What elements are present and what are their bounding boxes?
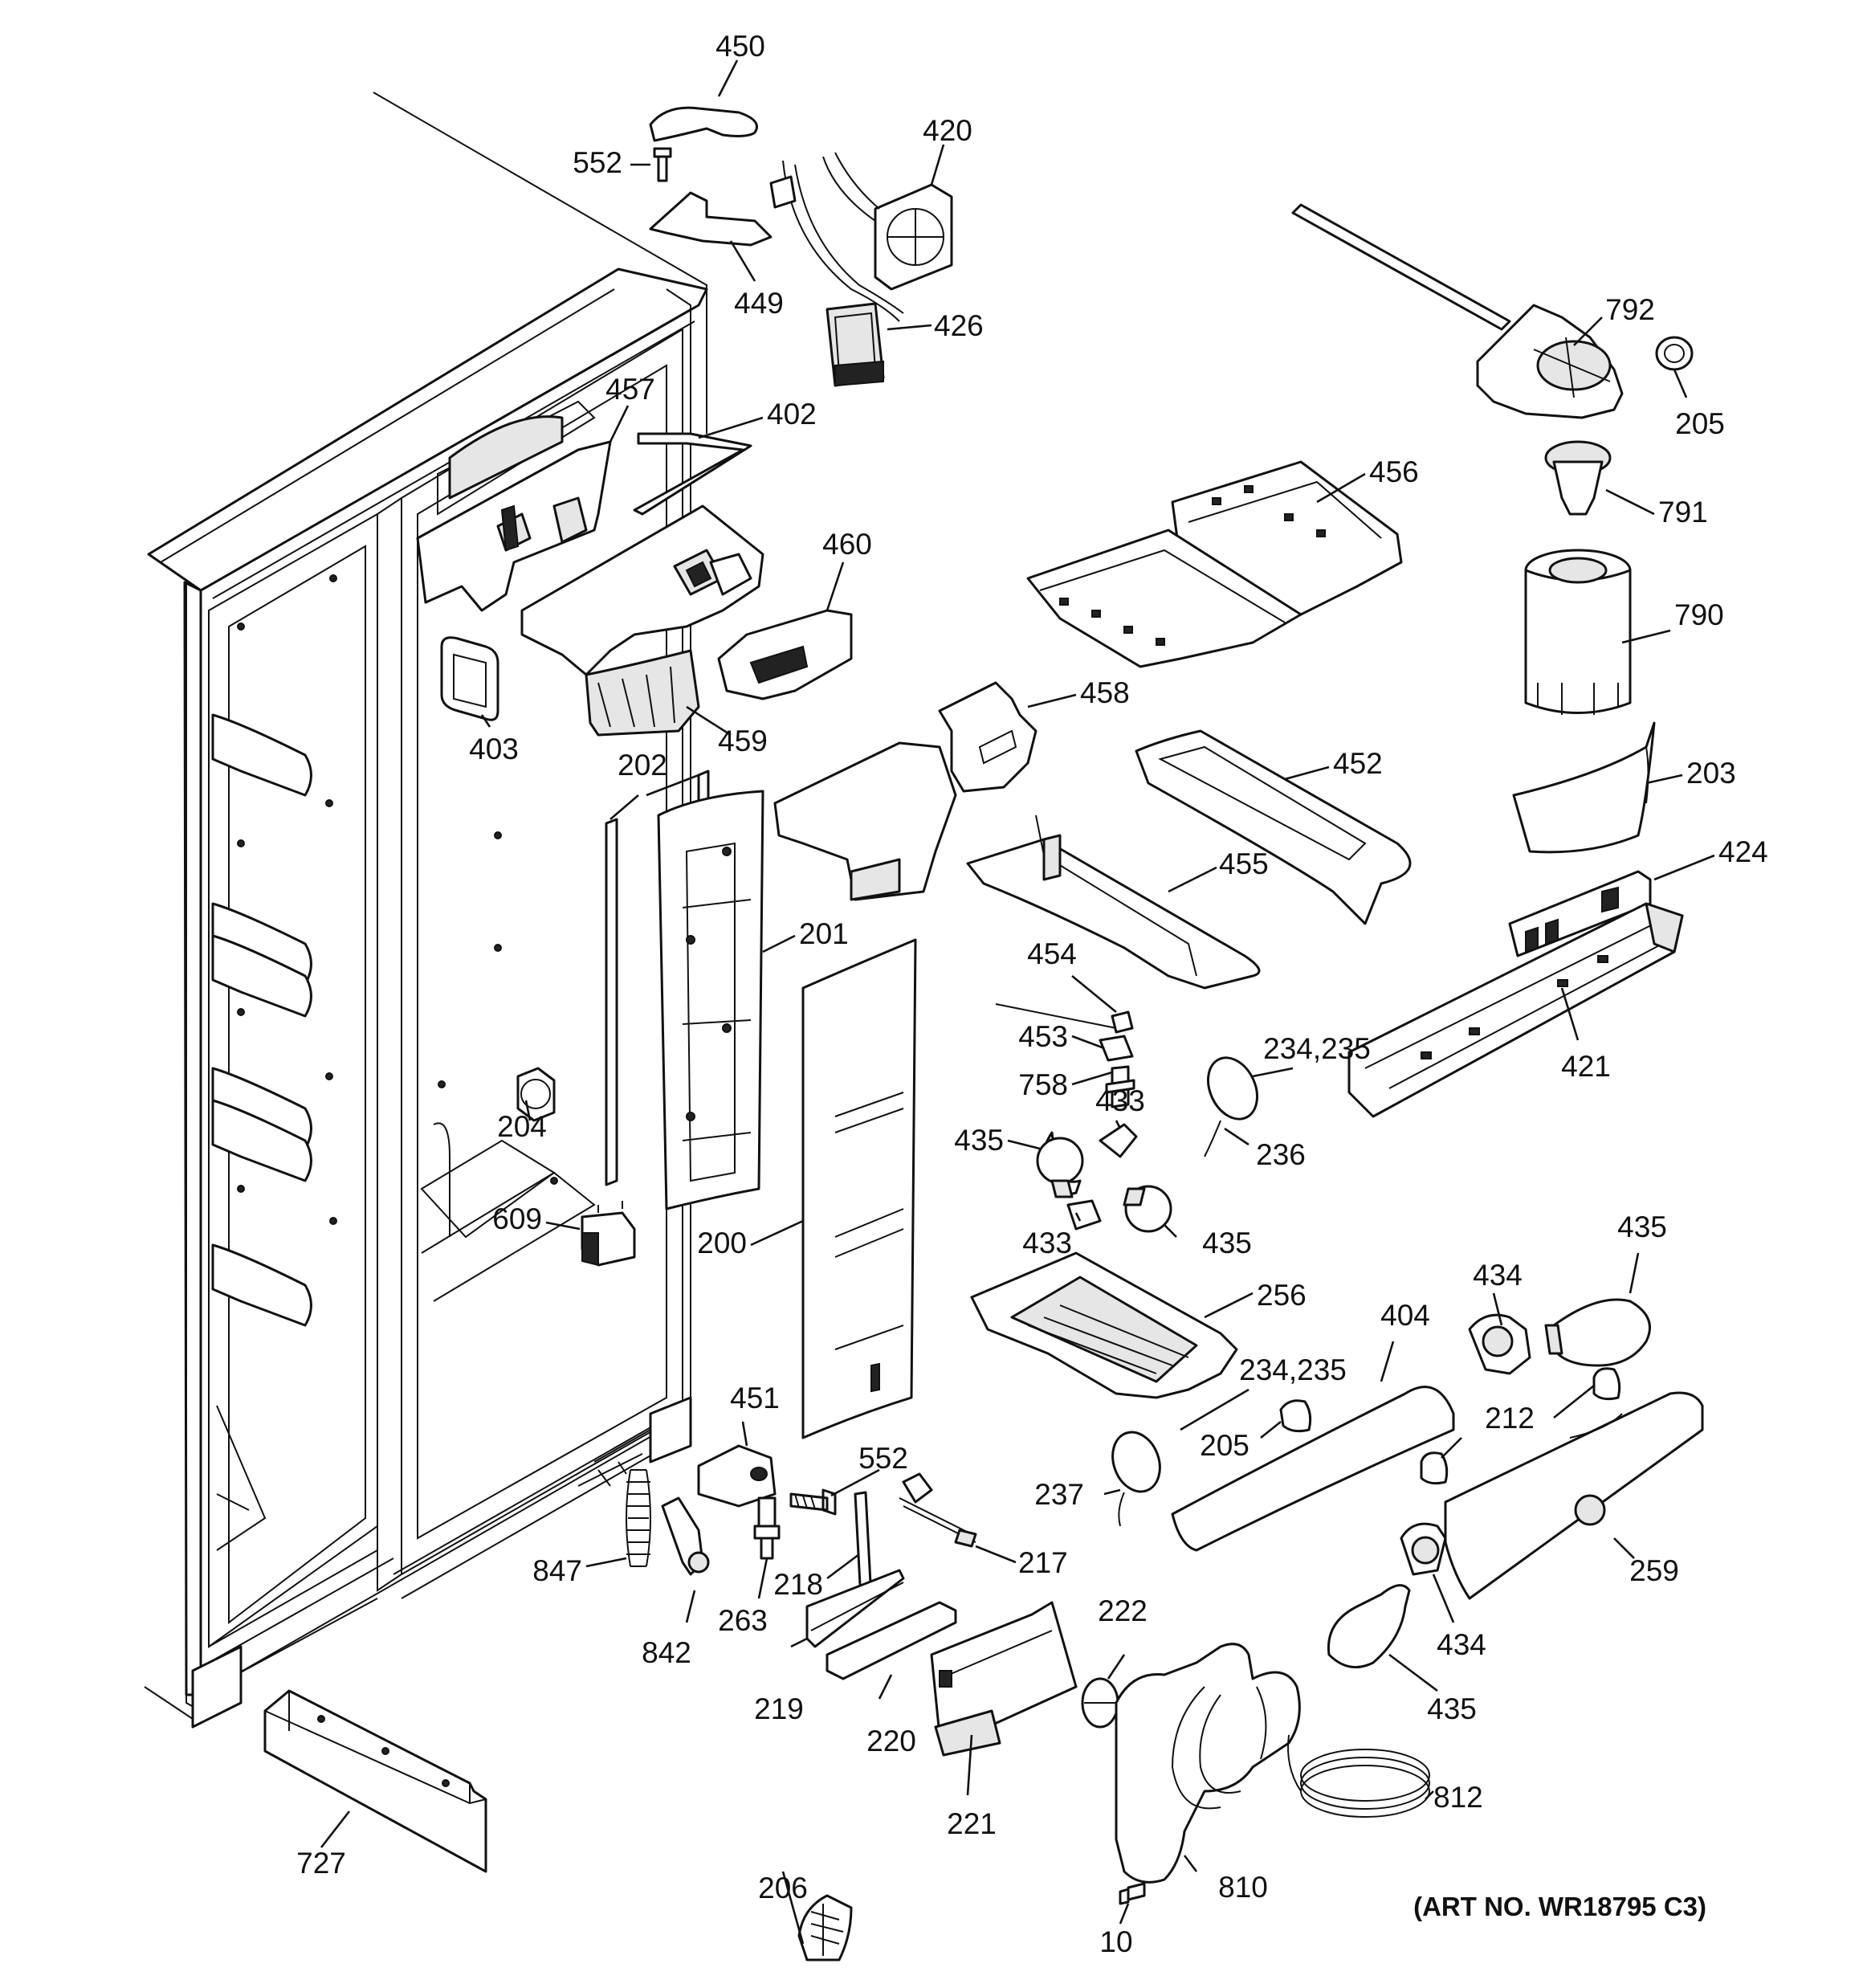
callout-453: 453 (1018, 1020, 1068, 1053)
callout-460: 460 (822, 528, 872, 561)
callout-426: 426 (934, 309, 984, 342)
callout-218: 218 (773, 1568, 823, 1601)
callout-450: 450 (715, 30, 765, 63)
callout-812: 812 (1433, 1781, 1483, 1814)
callout-458: 458 (1080, 676, 1130, 709)
callout-459: 459 (718, 725, 768, 757)
water-filter-drawing (1291, 203, 1694, 854)
callout-454: 454 (1027, 937, 1077, 970)
callout-421: 421 (1561, 1050, 1611, 1083)
callout-236: 236 (1256, 1138, 1306, 1171)
callout-435-right: 435 (1617, 1210, 1667, 1243)
callout-203: 203 (1686, 757, 1736, 790)
callout-202: 202 (618, 749, 667, 782)
callout-842: 842 (642, 1636, 691, 1669)
callout-256: 256 (1257, 1279, 1307, 1312)
refrigerator-cabinet-drawing (144, 92, 708, 1729)
callout-200: 200 (697, 1227, 747, 1259)
callout-791: 791 (1658, 496, 1708, 529)
callout-labels: 450 552 420 449 426 457 402 460 459 403 … (296, 30, 1768, 1958)
callout-219: 219 (754, 1692, 804, 1725)
callout-847: 847 (532, 1554, 582, 1587)
callout-217: 217 (1018, 1546, 1068, 1579)
callout-451: 451 (730, 1382, 780, 1414)
callout-433-lower: 433 (1022, 1227, 1072, 1259)
art-number: (ART NO. WR18795 C3) (1413, 1892, 1706, 1921)
callout-403: 403 (469, 733, 519, 765)
callout-221: 221 (947, 1807, 997, 1840)
callout-259: 259 (1629, 1554, 1679, 1587)
callout-434-lower: 434 (1437, 1628, 1486, 1661)
callout-792: 792 (1605, 293, 1655, 326)
callout-leaders (320, 59, 1715, 1945)
callout-727: 727 (296, 1847, 346, 1880)
callout-434: 434 (1473, 1259, 1523, 1292)
callout-456: 456 (1369, 455, 1419, 488)
callout-206: 206 (758, 1872, 808, 1904)
callout-402: 402 (767, 398, 817, 431)
callout-237: 237 (1034, 1478, 1084, 1511)
callout-435-mid: 435 (1202, 1227, 1252, 1259)
callout-222: 222 (1098, 1594, 1148, 1627)
callout-205: 205 (1675, 407, 1725, 440)
callout-435: 435 (954, 1124, 1004, 1157)
callout-609: 609 (492, 1202, 542, 1235)
callout-424: 424 (1718, 835, 1768, 868)
callout-452: 452 (1333, 747, 1383, 780)
callout-552: 552 (573, 146, 622, 179)
callout-810: 810 (1218, 1871, 1268, 1904)
callout-234-235: 234,235 (1263, 1032, 1371, 1065)
callout-790: 790 (1674, 598, 1724, 631)
callout-435-lower: 435 (1427, 1692, 1477, 1725)
callout-263: 263 (718, 1604, 768, 1637)
callout-404: 404 (1380, 1299, 1430, 1332)
callout-455: 455 (1219, 847, 1269, 880)
callout-205-lower: 205 (1200, 1429, 1249, 1462)
callout-234-235-lower: 234,235 (1239, 1353, 1347, 1386)
callout-220: 220 (866, 1725, 916, 1757)
callout-212: 212 (1485, 1402, 1535, 1435)
callout-201: 201 (799, 917, 849, 950)
callout-552-lower: 552 (858, 1442, 908, 1475)
callout-457: 457 (605, 373, 655, 406)
callout-10: 10 (1099, 1925, 1132, 1958)
callout-420: 420 (923, 114, 972, 147)
callout-204: 204 (497, 1110, 547, 1143)
callout-433: 433 (1095, 1084, 1145, 1117)
callout-449: 449 (734, 287, 784, 320)
callout-758: 758 (1018, 1068, 1068, 1101)
